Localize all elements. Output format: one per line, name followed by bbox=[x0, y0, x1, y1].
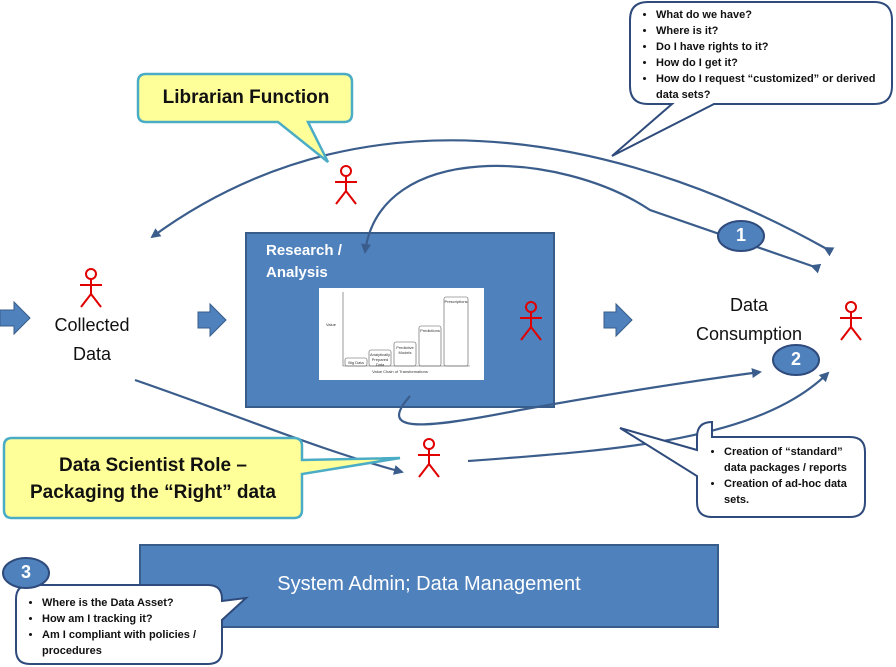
value-chart-image bbox=[319, 288, 484, 380]
bubble-item: Do I have rights to it? bbox=[656, 39, 882, 55]
top-bubble: What do we have? Where is it? Do I have … bbox=[642, 7, 882, 103]
collected-data-label: Collected Data bbox=[32, 311, 152, 369]
research-label: Research / Analysis bbox=[266, 242, 342, 281]
arrow-librarian-loop bbox=[150, 139, 835, 257]
person-icon-scientist bbox=[417, 438, 441, 478]
bubble-item: Where is the Data Asset? bbox=[42, 595, 218, 611]
bubble-item: Creation of ad-hoc data sets. bbox=[724, 476, 858, 508]
collected-line1: Collected bbox=[54, 315, 130, 335]
block-arrow-collected-to-research bbox=[197, 302, 227, 338]
collected-line2: Data bbox=[72, 344, 112, 364]
librarian-label: Librarian Function bbox=[162, 87, 330, 108]
bubble-item: How am I tracking it? bbox=[42, 611, 218, 627]
arrow-scientist-to-consumption bbox=[467, 371, 830, 463]
marker-1-shape bbox=[717, 220, 765, 252]
bubble-item: Where is it? bbox=[656, 23, 882, 39]
chart-step: Analytically Prepared Data bbox=[369, 352, 390, 367]
chart-step: Predictive Models bbox=[396, 345, 414, 355]
left-bubble-shape bbox=[15, 584, 249, 665]
chart-step: Prescriptions bbox=[444, 299, 468, 304]
chart-step: Big Data bbox=[348, 360, 364, 365]
chart-step: Predictions bbox=[420, 328, 440, 333]
scientist-line2: Packaging the “Right” data bbox=[30, 482, 276, 503]
chart-ylabel: Value bbox=[326, 322, 336, 327]
sysadmin-box bbox=[139, 544, 719, 628]
scientist-line1: Data Scientist Role – bbox=[59, 455, 247, 476]
marker-1: 1 bbox=[735, 225, 746, 245]
bubble-item: How do I get it? bbox=[656, 55, 882, 71]
block-arrow-left bbox=[0, 300, 31, 336]
marker-3: 3 bbox=[20, 562, 31, 582]
marker-2: 2 bbox=[790, 349, 801, 369]
arrow-research-to-consumption bbox=[361, 164, 822, 274]
top-bubble-shape bbox=[611, 1, 893, 157]
right-bubble-shape bbox=[619, 420, 866, 518]
scientist-callout-shape bbox=[2, 436, 401, 520]
block-arrow-research-to-consumption bbox=[603, 302, 633, 338]
marker-2-shape bbox=[772, 344, 820, 376]
bubble-item: How do I request “customized” or derived… bbox=[656, 71, 882, 103]
consumption-line1: Data bbox=[729, 295, 769, 315]
marker-3-shape bbox=[2, 557, 50, 589]
bubble-item: Creation of “standard” data packages / r… bbox=[724, 444, 858, 476]
consumption-line2: Consumption bbox=[695, 324, 803, 344]
bubble-item: What do we have? bbox=[656, 7, 882, 23]
chart-xlabel: Value Chain of Transformations bbox=[372, 369, 428, 374]
librarian-callout-shape bbox=[136, 72, 354, 163]
scientist-label: Data Scientist Role – Packaging the “Rig… bbox=[4, 452, 302, 506]
person-icon-consumer bbox=[839, 301, 863, 341]
bubble-item: Am I compliant with policies / procedure… bbox=[42, 627, 218, 659]
left-bubble: Where is the Data Asset? How am I tracki… bbox=[28, 595, 218, 659]
sysadmin-label: System Admin; Data Management bbox=[277, 573, 581, 595]
value-chart bbox=[342, 292, 470, 367]
arrow-research-to-consumption-lower bbox=[398, 368, 762, 426]
person-icon-collector bbox=[79, 268, 103, 308]
right-bubble: Creation of “standard” data packages / r… bbox=[710, 444, 858, 508]
person-icon-librarian bbox=[334, 165, 358, 205]
data-consumption-label: Data Consumption bbox=[670, 291, 828, 349]
